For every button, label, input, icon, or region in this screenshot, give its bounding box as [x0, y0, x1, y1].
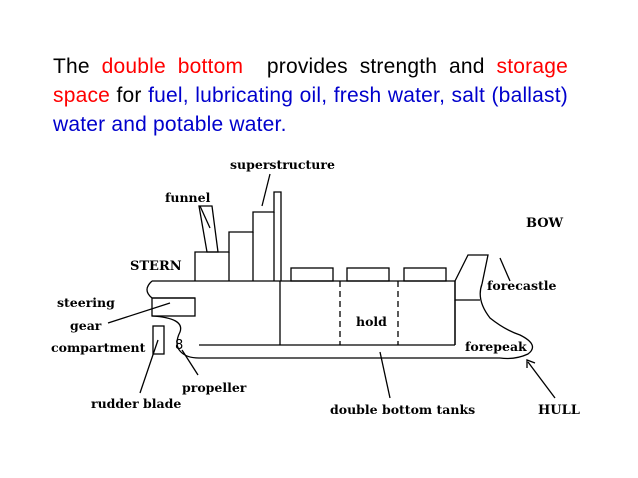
label-steering: steering — [57, 295, 115, 310]
rudder-blade — [152, 325, 165, 355]
text-provides: provides strength and — [266, 55, 485, 78]
pointer-propeller — [181, 349, 199, 376]
label-hold: hold — [356, 314, 387, 329]
pointer-funnel — [199, 205, 211, 229]
label-funnel: funnel — [165, 190, 211, 205]
label-bow: BOW — [526, 216, 564, 231]
propeller-icon: 8 — [175, 338, 183, 353]
pointer-hull — [527, 361, 556, 399]
term-double-bottom: double bottom — [101, 55, 244, 78]
label-compartment: compartment — [51, 340, 146, 355]
forecastle-deck — [454, 281, 480, 301]
bow-stem — [454, 254, 489, 285]
label-propeller: propeller — [182, 380, 247, 395]
stern-hull — [151, 315, 200, 359]
label-superstructure: superstructure — [230, 157, 335, 172]
hatch-2 — [346, 267, 390, 282]
label-double-bottom-tanks: double bottom tanks — [330, 402, 475, 417]
storage-list: fuel, lubricating oil, fresh water, salt… — [53, 84, 568, 136]
label-hull: HULL — [538, 403, 580, 418]
hatch-3 — [403, 267, 447, 282]
description-paragraph: The double bottom provides strength and … — [53, 52, 568, 139]
label-forepeak: forepeak — [465, 339, 527, 354]
word-the: The — [53, 55, 90, 78]
word-for: for — [116, 84, 142, 107]
bow-hull — [479, 283, 534, 360]
label-rudder-blade: rudder blade — [91, 396, 181, 411]
pointer-tanks — [379, 351, 391, 399]
steering-gear-compartment — [151, 297, 196, 317]
stern-upper — [146, 280, 195, 299]
label-stern: STERN — [130, 259, 182, 274]
pointer-rudder — [139, 339, 159, 394]
pointer-forecastle — [499, 257, 511, 282]
term-storage-space: storage space — [53, 55, 568, 107]
funnel — [198, 205, 219, 253]
label-gear: gear — [70, 318, 102, 333]
hatch-1 — [290, 267, 334, 282]
pointer-steering — [107, 302, 171, 324]
label-forecastle: forecastle — [487, 278, 557, 293]
pointer-superstructure — [261, 173, 271, 207]
